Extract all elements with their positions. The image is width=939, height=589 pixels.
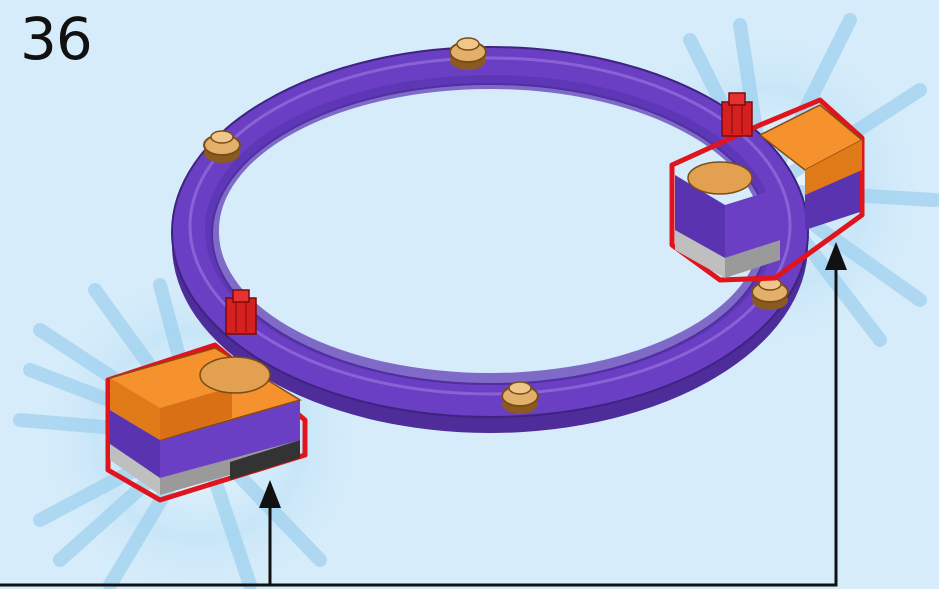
stud-top xyxy=(450,38,486,70)
